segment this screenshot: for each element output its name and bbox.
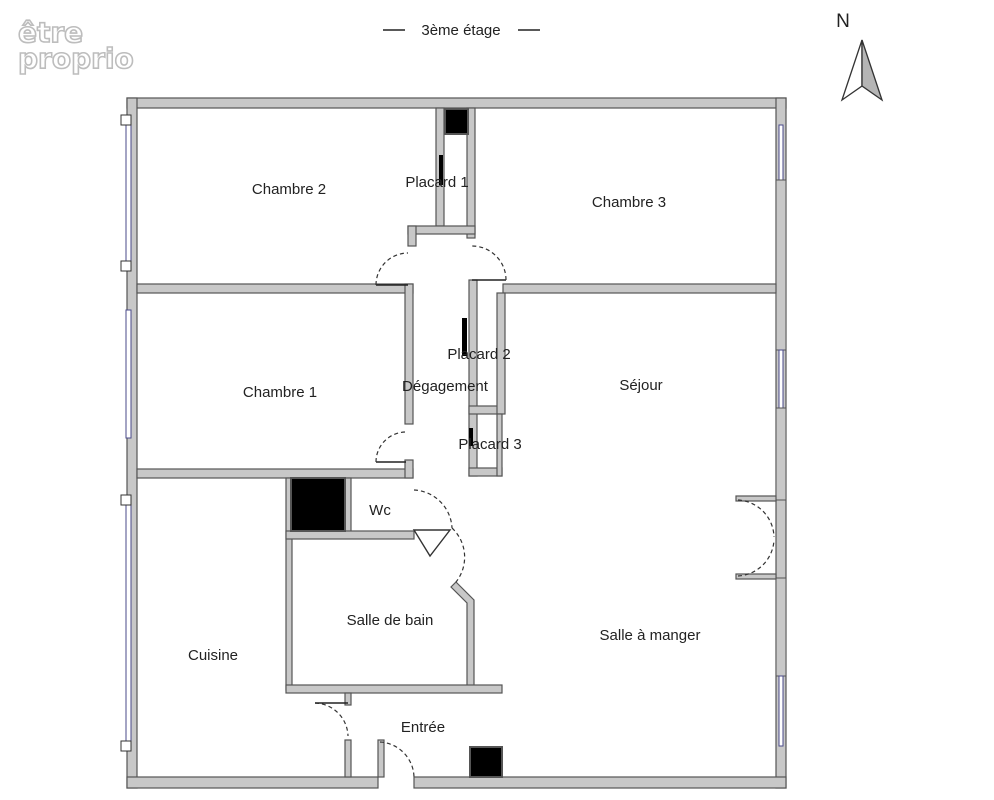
brand-line-2: proprio <box>18 42 134 75</box>
room-label-salle-de-bain: Salle de bain <box>347 612 434 629</box>
brand-logo: être proprio <box>17 15 134 76</box>
window-salle-a-manger <box>778 675 784 747</box>
room-label-degagement: Dégagement <box>402 378 489 395</box>
duct-top <box>444 108 469 135</box>
window-sejour <box>778 349 784 409</box>
room-label-wc: Wc <box>369 502 391 519</box>
room-label-placard-1: Placard 1 <box>405 174 468 191</box>
window-cuisine <box>125 499 132 749</box>
room-label-chambre-1: Chambre 1 <box>243 384 317 401</box>
floor-title: 3ème étage <box>383 22 540 39</box>
room-label-salle-a-manger: Salle à manger <box>600 627 701 644</box>
north-arrow-icon: N <box>836 11 884 102</box>
windows <box>120 114 787 752</box>
floor-label: 3ème étage <box>421 22 500 39</box>
closet-doors <box>439 155 473 446</box>
duct-wc <box>290 477 346 532</box>
window-chambre2 <box>125 119 132 269</box>
room-label-placard-3: Placard 3 <box>458 436 521 453</box>
interior-walls <box>136 107 777 778</box>
north-label: N <box>836 11 850 32</box>
room-label-placard-2: Placard 2 <box>447 346 510 363</box>
room-label-chambre-2: Chambre 2 <box>252 181 326 198</box>
room-label-cuisine: Cuisine <box>188 647 238 664</box>
room-labels: Chambre 2 Placard 1 Chambre 3 Chambre 1 … <box>188 174 700 736</box>
doors <box>314 245 775 779</box>
brand-line-1: être <box>18 16 83 49</box>
ducts <box>290 108 503 778</box>
room-label-chambre-3: Chambre 3 <box>592 194 666 211</box>
duct-entree <box>469 746 503 778</box>
room-label-sejour: Séjour <box>619 377 662 394</box>
window-chambre1 <box>125 309 132 439</box>
window-chambre3 <box>778 124 784 181</box>
room-label-entree: Entrée <box>401 719 445 736</box>
